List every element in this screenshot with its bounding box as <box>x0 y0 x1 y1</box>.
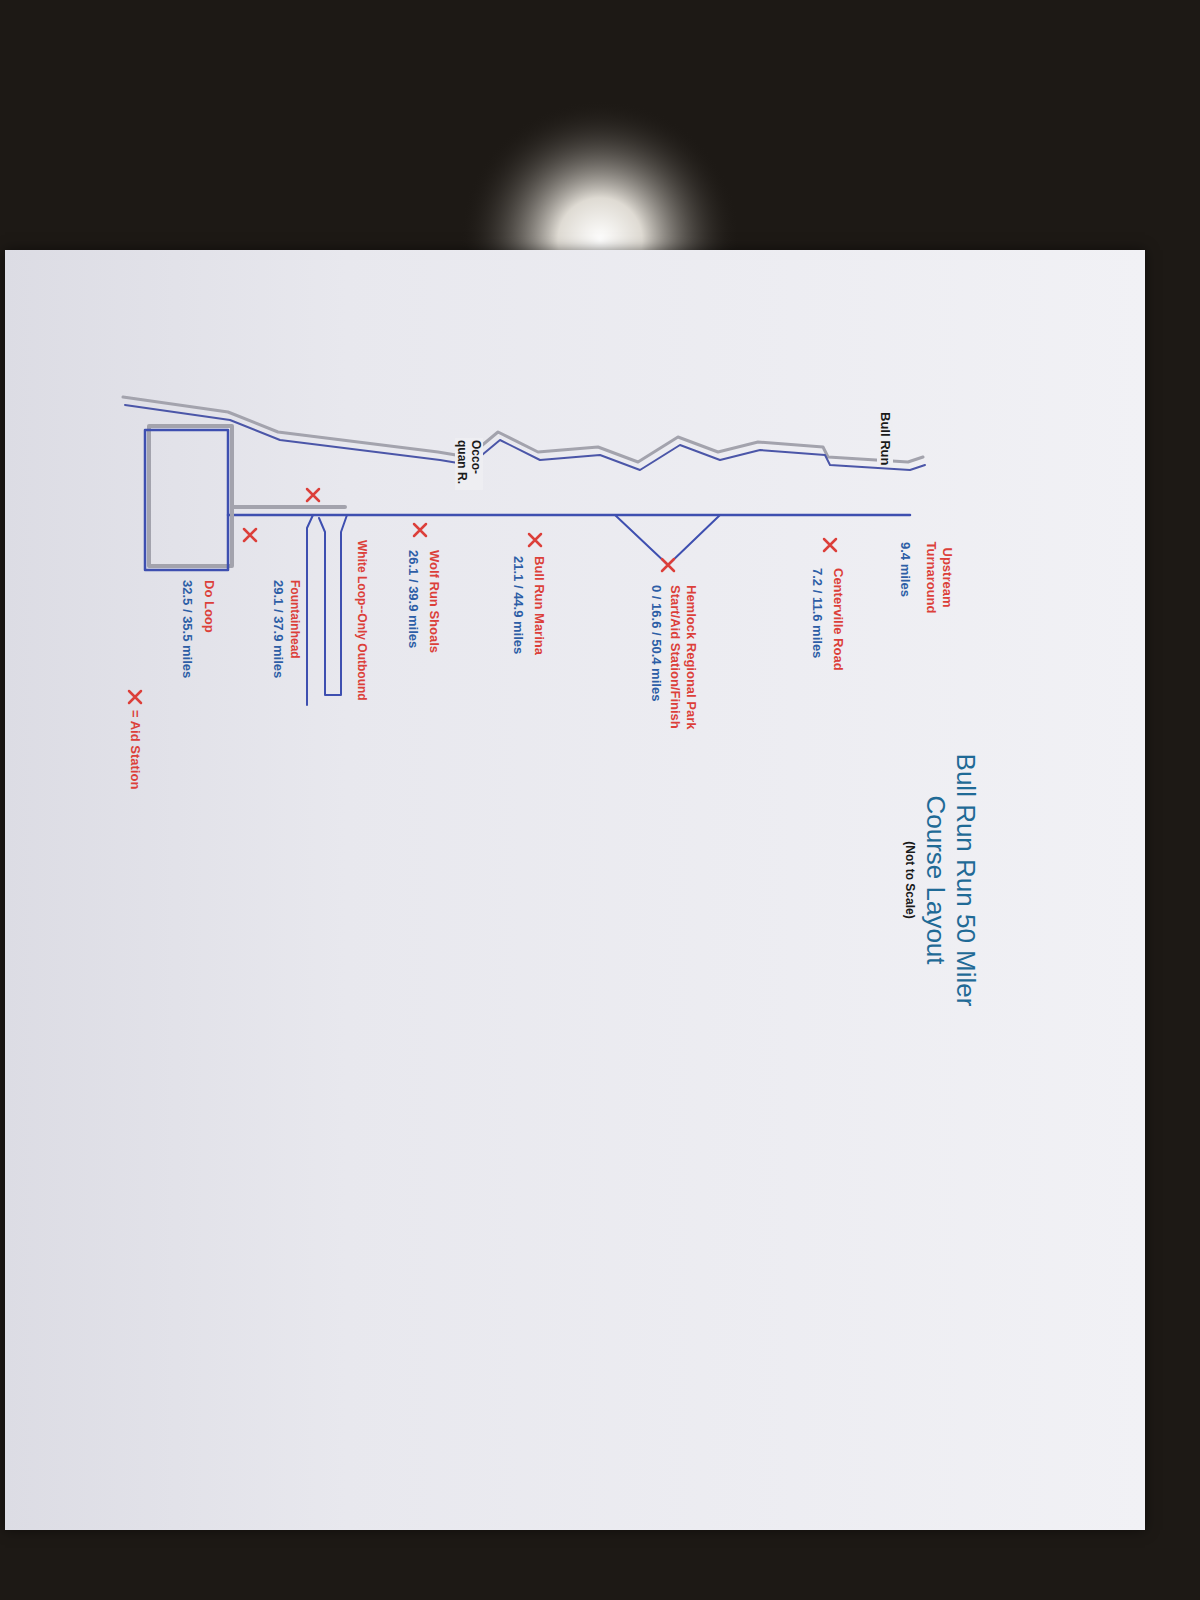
label-slot: Hemlock Regional Park Start/Aid Station/… <box>667 585 699 765</box>
station-name: Bull Run Marina <box>531 556 547 655</box>
hemlock-spur <box>615 515 720 565</box>
label-slot: 0 / 16.6 / 50.4 miles <box>648 585 664 701</box>
legend-text: = Aid Station <box>127 710 143 789</box>
aid-station-mark <box>244 529 256 541</box>
station-name: Fountainhead <box>288 580 302 659</box>
label-slot: White Loop--Only Outbound <box>355 540 369 701</box>
label-slot: Wolf Run Shoals <box>426 550 442 653</box>
label-slot: 21.1 / 44.9 miles <box>510 556 526 654</box>
river-name: Bull Run <box>877 410 893 467</box>
bull-run-river <box>125 405 925 470</box>
map-title: Bull Run Run 50 Miler Course Layout <box>921 720 981 1040</box>
station-miles: 26.1 / 39.9 miles <box>405 550 421 648</box>
white-loop <box>319 515 347 695</box>
station-miles: 7.2 / 11.6 miles <box>809 568 825 658</box>
trail-shadow <box>232 505 345 509</box>
river-name: Occo- quan R. <box>455 438 483 490</box>
paper-sheet: Bull Run Run 50 Miler Course Layout (Not … <box>5 250 1145 1530</box>
label-slot: 32.5 / 35.5 miles <box>179 580 195 678</box>
label-slot: Do Loop <box>201 580 217 633</box>
label-slot: Centerville Road <box>830 568 846 671</box>
label-slot: Bull Run <box>877 410 893 467</box>
station-name: Upstream Turnaround <box>923 530 955 625</box>
label-slot: Bull Run Run 50 Miler Course Layout <box>921 720 981 1040</box>
label-slot: Upstream Turnaround <box>923 530 955 625</box>
station-name: Centerville Road <box>830 568 846 671</box>
label-slot: 9.4 miles <box>897 542 913 597</box>
station-miles: 29.1 / 37.9 miles <box>270 580 286 678</box>
station-miles: 21.1 / 44.9 miles <box>510 556 526 654</box>
label-slot: 26.1 / 39.9 miles <box>405 550 421 648</box>
label-slot: 7.2 / 11.6 miles <box>809 568 825 658</box>
station-name: Wolf Run Shoals <box>426 550 442 653</box>
legend-mark <box>129 691 141 703</box>
aid-station-mark <box>824 539 836 551</box>
aid-station-mark <box>529 534 541 546</box>
station-miles: 9.4 miles <box>897 542 913 597</box>
station-name: Do Loop <box>201 580 217 633</box>
main-trail <box>228 514 910 517</box>
aid-station-mark <box>307 489 319 501</box>
aid-station-mark <box>414 524 426 536</box>
station-miles: 0 / 16.6 / 50.4 miles <box>648 585 664 701</box>
label-slot: Occo- quan R. <box>455 438 483 490</box>
do-loop <box>145 430 228 570</box>
aid-station-mark <box>662 559 674 571</box>
fountainhead-spur <box>307 515 313 705</box>
loop-note: White Loop--Only Outbound <box>355 540 369 701</box>
station-name: Hemlock Regional Park Start/Aid Station/… <box>667 585 699 765</box>
station-miles: 32.5 / 35.5 miles <box>179 580 195 678</box>
label-slot: (Not to Scale) <box>903 820 917 940</box>
label-slot: = Aid Station <box>127 710 143 789</box>
scale-note: (Not to Scale) <box>903 820 917 940</box>
label-slot: Bull Run Marina <box>531 556 547 655</box>
label-slot: Fountainhead <box>288 580 302 659</box>
label-slot: 29.1 / 37.9 miles <box>270 580 286 678</box>
do-loop-shadow <box>149 426 232 566</box>
